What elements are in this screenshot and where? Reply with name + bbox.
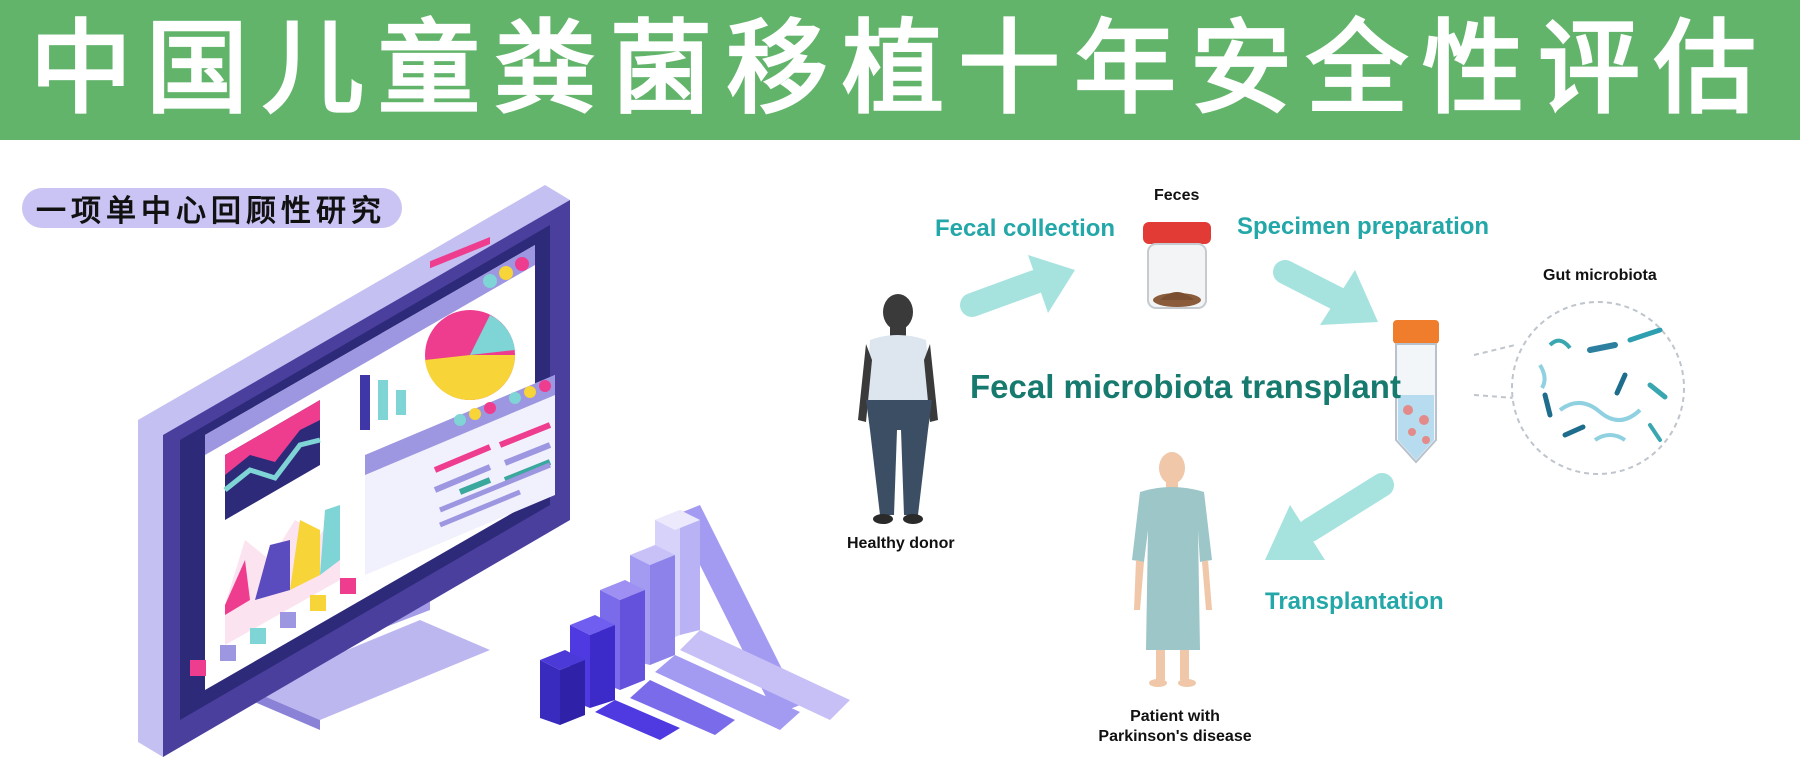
- arrow-collection-icon: [960, 255, 1075, 317]
- page-title: 中国儿童粪菌移植十年安全性评估: [30, 10, 1770, 129]
- test-tube-icon: [1393, 320, 1439, 464]
- patient-caption-line2: Parkinson's disease: [1098, 728, 1252, 745]
- step-transplantation: Transplantation: [1265, 588, 1444, 615]
- step-specimen-preparation: Specimen preparation: [1237, 213, 1490, 240]
- patient-figure: [1132, 452, 1212, 687]
- patient-caption: Patient with Parkinson's disease: [1070, 707, 1280, 747]
- feces-caption: Feces: [1154, 187, 1200, 204]
- title-banner: 中国儿童粪菌移植十年安全性评估: [0, 0, 1800, 140]
- subtitle-badge: 一项单中心回顾性研究: [22, 188, 402, 229]
- patient-caption-line1: Patient with: [1130, 708, 1220, 725]
- gut-microbiota-icon: [1473, 301, 1685, 475]
- healthy-donor-figure: [858, 294, 938, 524]
- feces-jar-icon: [1143, 222, 1211, 309]
- analytics-illustration: [138, 185, 850, 757]
- arrow-transplantation-icon: [1265, 473, 1394, 560]
- center-title: Fecal microbiota transplant: [970, 368, 1401, 405]
- gut-microbiota-caption: Gut microbiota: [1543, 267, 1657, 284]
- arrow-preparation-icon: [1273, 260, 1378, 325]
- healthy-donor-caption: Healthy donor: [847, 535, 955, 552]
- step-fecal-collection: Fecal collection: [935, 215, 1116, 242]
